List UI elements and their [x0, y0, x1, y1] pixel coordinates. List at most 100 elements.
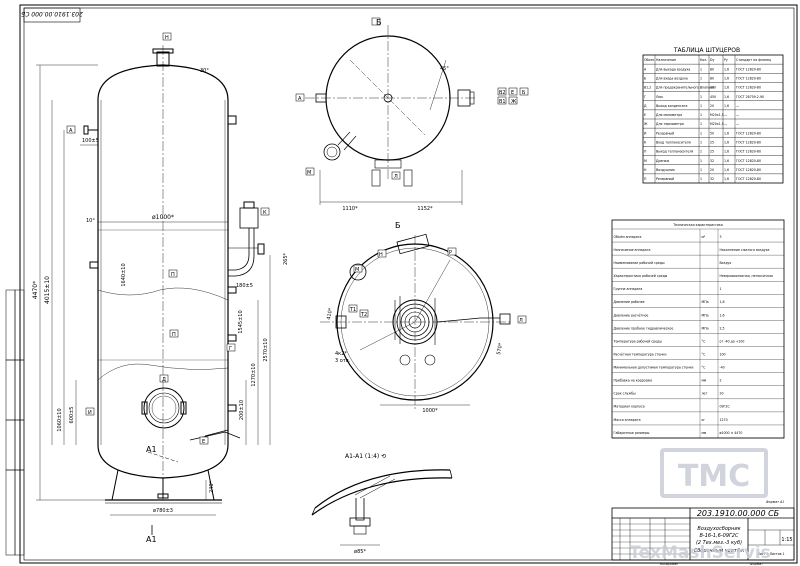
spec-table-cell: 20	[720, 392, 724, 396]
nozzle-table-cell: 100	[710, 86, 716, 90]
nozzle-table-cell: 1	[700, 113, 702, 117]
spec-table-cell: Воздух	[720, 261, 732, 265]
nozzle-table-cell: Е	[644, 113, 646, 117]
nozzle-table-cell: 1,6	[724, 159, 729, 163]
dim-1640: 1640±10	[121, 263, 127, 286]
nozzle-table-cell: 20	[710, 168, 714, 172]
section-a1	[311, 469, 453, 546]
copied-note: Копировал	[660, 562, 678, 566]
nozzle-table-cell: Дренаж	[656, 159, 670, 163]
nozzle-table-cell: —	[736, 122, 740, 126]
nozzle-table-cell: 1,6	[724, 177, 729, 181]
cut-labels: А1 А1	[146, 445, 157, 544]
nozzle-table-cell: ГОСТ 28759.2-90	[736, 95, 764, 99]
nozzle-table-cell: 1	[700, 77, 702, 81]
tv-v2: В2	[499, 90, 506, 96]
nozzle-table-header: Dу	[710, 58, 714, 62]
vb-t1: Т1	[349, 307, 356, 313]
nozzle-table-cell: 32	[710, 177, 714, 181]
title-name-1: Воздухосборник	[697, 526, 740, 532]
nozzle-table-cell: 1,6	[724, 86, 729, 90]
spec-table-cell: Давление рабочее	[614, 300, 645, 304]
nozzle-table-cell: 80	[710, 67, 714, 71]
nozzle-table-cell: 1,6	[724, 168, 729, 172]
dim-10deg: 10°	[86, 218, 95, 224]
nozzle-table-cell: 1,6	[724, 150, 729, 154]
tv-m1: М	[307, 170, 311, 176]
spec-table-cell: °С	[702, 352, 707, 356]
tv-b: Б	[522, 90, 526, 96]
format-label: Формат	[750, 562, 763, 566]
spec-table-cell: от -40 до +100	[720, 339, 745, 343]
tv-v1: В1	[499, 99, 506, 105]
nozzle-table-cell: —	[724, 122, 728, 126]
flag-p1: П	[171, 272, 175, 278]
flag-k: К	[263, 210, 267, 216]
nozzle-table-cell: —	[724, 113, 728, 117]
nozzle-table-cell: ГОСТ 12820-80	[736, 150, 761, 154]
title-subtitle: Сборочный чертёж	[694, 548, 745, 554]
title-name-3: (2 Тех.мез.-3 куб)	[696, 540, 742, 546]
spec-table-cell: Накопление сжатого воздуха	[720, 248, 770, 252]
tv-b-mark: Б	[376, 18, 382, 27]
nozzle-table-cell: ГОСТ 12820-80	[736, 67, 761, 71]
spec-table-cell: Прибавка на коррозию	[614, 379, 653, 383]
spec-table-cell: Давление расчётное	[614, 313, 649, 317]
title-block-text: 203.1910.00.000 СБ Воздухосборник В-16-1…	[660, 500, 793, 566]
nozzle-table-cell: П	[644, 177, 647, 181]
spec-table-cell: °С	[702, 339, 707, 343]
vb-t2: Т2	[360, 312, 367, 318]
spec-table-cell: ø1000 × 4470	[720, 431, 743, 435]
nozzle-table-header: Стандарт на фланец	[736, 58, 772, 62]
nozzle-table-cell: 1	[700, 168, 702, 172]
nozzle-table-cell: ГОСТ 12820-80	[736, 177, 761, 181]
nozzle-table-cell: В1,2	[644, 86, 651, 90]
vb-l: Л	[519, 318, 523, 324]
nozzle-table-cell: Для предохранительного клапана	[656, 86, 714, 90]
nozzle-table-cell: Резервный	[656, 177, 674, 181]
format-note: Формат А1	[766, 500, 784, 504]
nozzle-table-cell: Вход теплоносителя	[656, 141, 691, 145]
flag-a: А	[69, 128, 73, 134]
spec-table-cell: 2	[720, 379, 722, 383]
title-scale: 1:15	[781, 537, 792, 543]
nozzle-table-cell: 1,6	[724, 67, 729, 71]
nozzle-table-cell: Для выхода воздуха	[656, 67, 690, 71]
title-block	[611, 507, 795, 561]
top-view-labels: 1110* 1152* 45°	[342, 66, 449, 212]
top-nozzle	[156, 51, 170, 67]
nozzle-table-cell: 1	[700, 67, 702, 71]
nozzle-table-cell: 1	[700, 177, 702, 181]
nozzle-table-cell: Резервный	[656, 131, 674, 135]
spec-table-cell: Давление пробное гидравлическое	[614, 326, 674, 330]
dim-45deg: 45°	[440, 66, 449, 72]
spec-table-cell: МПа	[702, 313, 709, 317]
spec-table-cell: Наименование рабочей среды	[614, 261, 666, 265]
spec-table-title: Техническая характеристика	[672, 223, 723, 227]
spec-table: Техническая характеристика Объём аппарат…	[611, 219, 785, 439]
nozzle-table-cell: ГОСТ 12820-80	[736, 86, 761, 90]
nozzle-table-cell: Б	[644, 77, 646, 81]
flag-d: Д	[162, 377, 166, 383]
vb-m: М	[355, 267, 359, 273]
spec-table-cell: Группа аппарата	[614, 287, 643, 291]
dim-1545: 1545±10	[238, 310, 244, 333]
nozzle-table-cell: Для входа воздуха	[656, 77, 688, 81]
dim-4k2: 4к2*	[335, 351, 347, 357]
nozzle-table-cell: 450	[710, 95, 716, 99]
dim-1270: 1270±10	[251, 363, 257, 386]
dim-height-total: 4470*	[32, 281, 39, 299]
nozzle-table-cell: 1,6	[724, 104, 729, 108]
nozzle-table-cell: 1	[700, 159, 702, 163]
nozzle-table-cell: ГОСТ 12820-80	[736, 141, 761, 145]
spec-table-cell: 2,5	[720, 326, 725, 330]
dim-570: 570*	[496, 342, 504, 355]
nozzle-table-cell: Выход конденсата	[656, 104, 688, 108]
dim-1110: 1110*	[342, 206, 358, 212]
nozzle-table-cell: ГОСТ 12820-80	[736, 131, 761, 135]
top-doc-stamp: 203.1910.00.000 СБ	[21, 7, 83, 23]
nozzle-table-cell: Д	[644, 104, 647, 108]
flag-n: Н	[165, 35, 169, 41]
top-view-flags	[295, 17, 529, 180]
